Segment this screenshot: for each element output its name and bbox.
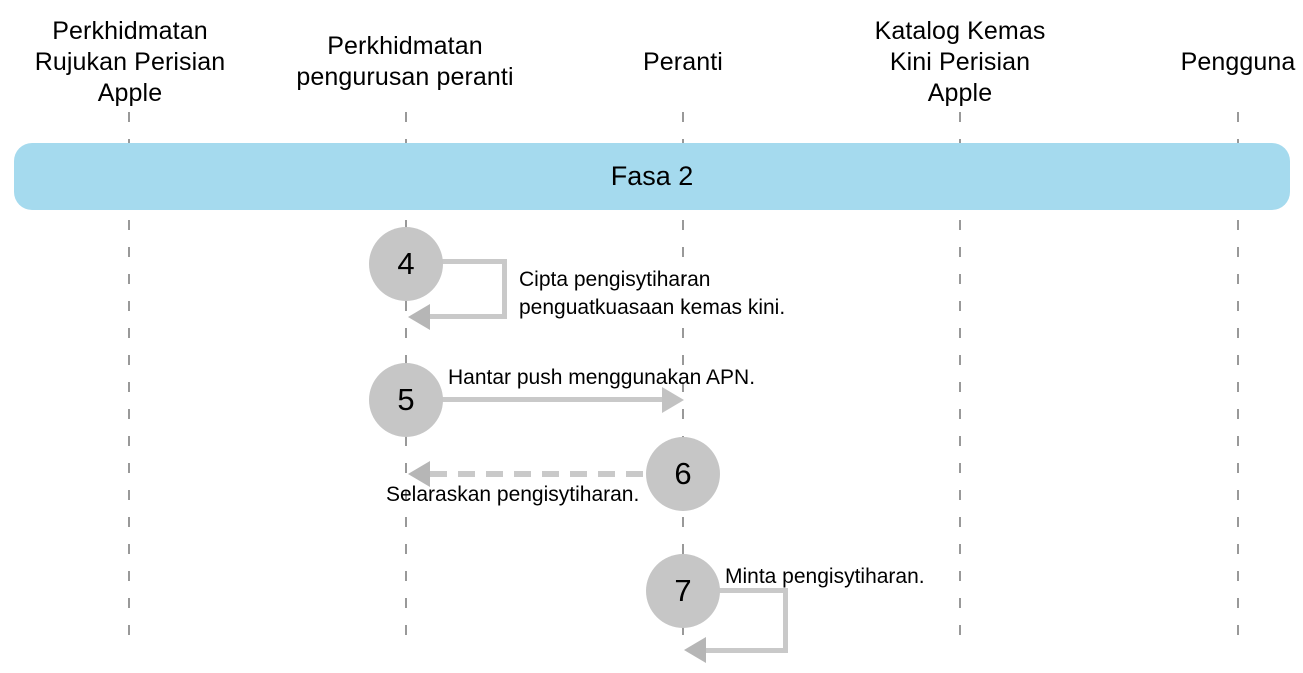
actor-label-line: Apple	[927, 79, 993, 107]
arrowhead-left-icon	[408, 461, 430, 487]
actor-label-line: Peranti	[643, 48, 723, 76]
step-label-5: Hantar push menggunakan APN.	[448, 366, 756, 389]
phase-banner-label: Fasa 2	[610, 161, 694, 191]
step-number: 6	[674, 456, 692, 491]
actor-header-apple-software-lookup-service: Perkhidmatan Rujukan Perisian Apple	[0, 16, 280, 109]
step-label-4: Cipta pengisytiharan penguatkuasaan kema…	[519, 268, 786, 319]
arrowhead-left-icon	[408, 304, 430, 330]
step-circle-5: 5	[369, 363, 443, 437]
lifeline-apple-software-update-catalog	[959, 112, 961, 650]
arrowhead-right-icon	[662, 387, 684, 413]
actor-label-line: Apple	[97, 79, 163, 107]
actor-label-line: Katalog Kemas	[874, 17, 1046, 45]
step-label-6: Selaraskan pengisytiharan.	[386, 483, 640, 506]
lifeline-apple-software-lookup-service	[128, 112, 130, 650]
actor-label-line: Rujukan Perisian	[34, 48, 226, 76]
step-number: 4	[397, 246, 415, 281]
self-loop-arrow-step-7	[700, 588, 788, 653]
actor-header-device: Peranti	[533, 47, 833, 78]
phase-banner: Fasa 2	[14, 143, 1290, 210]
message-line-step-6	[430, 471, 648, 477]
message-line-step-5	[441, 397, 665, 402]
lifeline-user	[1237, 112, 1239, 650]
step-circle-4: 4	[369, 227, 443, 301]
arrowhead-left-icon	[684, 637, 706, 663]
lifeline-device	[682, 112, 684, 650]
actor-header-apple-software-update-catalog: Katalog Kemas Kini Perisian Apple	[810, 16, 1110, 109]
actor-label-line: pengurusan peranti	[296, 63, 514, 91]
actor-label-line: Kini Perisian	[889, 48, 1031, 76]
step-circle-7: 7	[646, 554, 720, 628]
actor-label-line: Perkhidmatan	[327, 32, 483, 60]
self-loop-arrow-step-4	[424, 259, 507, 319]
step-circle-6: 6	[646, 437, 720, 511]
step-number: 7	[674, 573, 692, 608]
step-number: 5	[397, 382, 415, 417]
actor-header-user: Pengguna	[1088, 47, 1303, 78]
step-label-7: Minta pengisytiharan.	[725, 565, 925, 588]
actor-header-device-management-service: Perkhidmatan pengurusan peranti	[255, 31, 555, 93]
actor-label-line: Perkhidmatan	[52, 17, 208, 45]
actor-label-line: Pengguna	[1180, 48, 1296, 76]
